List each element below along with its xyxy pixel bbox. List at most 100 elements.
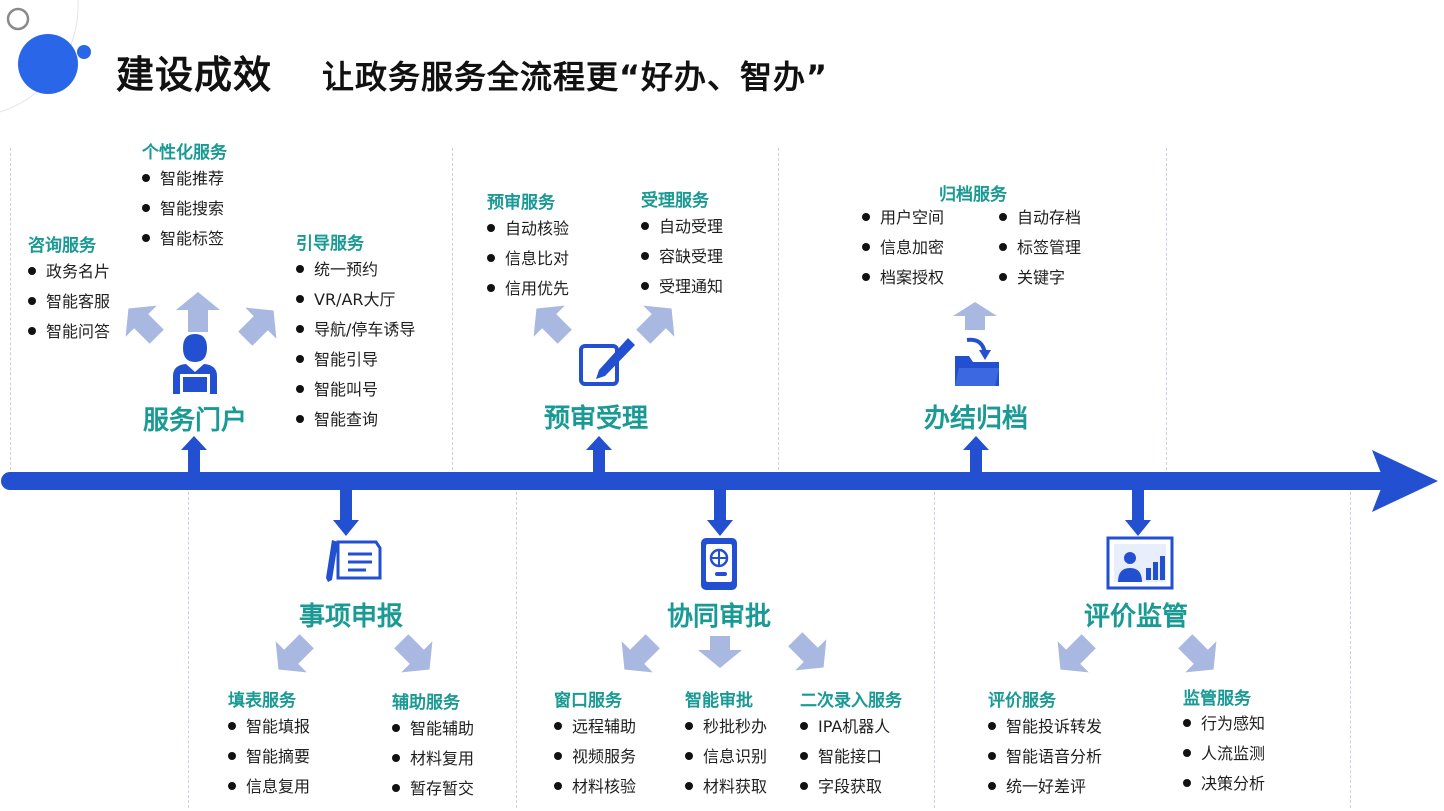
branch-arrow-upright-icon bbox=[238, 307, 277, 346]
divider bbox=[778, 148, 779, 470]
list-item: 智能查询 bbox=[296, 405, 415, 435]
list-item: 信用优先 bbox=[487, 274, 569, 304]
list-item: 秒批秒办 bbox=[685, 712, 767, 742]
list-item: 智能接口 bbox=[800, 742, 890, 772]
stage-title-portal: 服务门户 bbox=[142, 406, 248, 436]
branch-arrow-down-icon bbox=[698, 636, 742, 668]
list-prereview: 自动核验 信息比对 信用优先 bbox=[487, 214, 569, 304]
list-item: 智能引导 bbox=[296, 345, 415, 375]
list-item: 智能客服 bbox=[28, 287, 110, 317]
list-window: 远程辅助 视频服务 材料核验 bbox=[554, 712, 636, 802]
edit-pen-icon bbox=[579, 338, 635, 386]
list-item: 统一预约 bbox=[296, 255, 415, 285]
list-item: 用户空间 bbox=[862, 203, 944, 233]
list-item: 信息复用 bbox=[228, 772, 310, 802]
document-pen-icon bbox=[326, 540, 382, 582]
group-title-smart-approval: 智能审批 bbox=[685, 691, 753, 711]
list-guide: 统一预约 VR/AR大厅 导航/停车诱导 智能引导 智能叫号 智能查询 bbox=[296, 255, 415, 435]
group-title-window: 窗口服务 bbox=[554, 691, 622, 711]
list-item: 信息比对 bbox=[487, 244, 569, 274]
list-accept: 自动受理 容缺受理 受理通知 bbox=[641, 212, 723, 302]
list-item: 档案授权 bbox=[862, 263, 944, 293]
mobile-device-icon bbox=[701, 538, 737, 590]
list-item: 智能填报 bbox=[228, 712, 310, 742]
branch-arrow-downleft-icon bbox=[1057, 634, 1096, 673]
list-item: 材料核验 bbox=[554, 772, 636, 802]
list-item: 材料获取 bbox=[685, 772, 767, 802]
branch-arrow-upleft-icon bbox=[533, 305, 572, 344]
list-item: 信息加密 bbox=[862, 233, 944, 263]
branch-arrow-downright-icon bbox=[394, 634, 433, 673]
list-item: 自动核验 bbox=[487, 214, 569, 244]
branch-arrow-downleft-icon bbox=[275, 634, 314, 673]
list-item: 容缺受理 bbox=[641, 242, 723, 272]
list-supervision: 行为感知 人流监测 决策分析 bbox=[1183, 709, 1265, 799]
list-archive-left: 用户空间 信息加密 档案授权 bbox=[862, 203, 944, 293]
divider bbox=[934, 492, 935, 808]
list-item: 自动存档 bbox=[999, 203, 1081, 233]
group-title-consult: 咨询服务 bbox=[28, 236, 96, 256]
page-title: 建设成效 bbox=[116, 53, 273, 97]
list-item: 暂存暂交 bbox=[392, 774, 474, 804]
list-item: 标签管理 bbox=[999, 233, 1081, 263]
arrow-down-icon bbox=[1125, 490, 1151, 536]
list-item: 材料复用 bbox=[392, 744, 474, 774]
group-title-assist: 辅助服务 bbox=[392, 693, 460, 713]
group-title-evaluation: 评价服务 bbox=[988, 691, 1056, 711]
folder-archive-icon bbox=[955, 337, 999, 386]
arrow-up-icon bbox=[963, 436, 989, 476]
list-archive-right: 自动存档 标签管理 关键字 bbox=[999, 203, 1081, 293]
list-item: 智能语音分析 bbox=[988, 742, 1102, 772]
divider bbox=[1350, 492, 1351, 808]
list-assist: 智能辅助 材料复用 暂存暂交 bbox=[392, 714, 474, 804]
list-item: 决策分析 bbox=[1183, 769, 1265, 799]
divider bbox=[452, 148, 453, 470]
list-item: 远程辅助 bbox=[554, 712, 636, 742]
list-item: 受理通知 bbox=[641, 272, 723, 302]
list-item: VR/AR大厅 bbox=[296, 285, 415, 315]
group-title-accept: 受理服务 bbox=[641, 191, 709, 211]
divider bbox=[10, 148, 11, 470]
stage-title-declare: 事项申报 bbox=[298, 602, 404, 632]
arrow-up-icon bbox=[586, 436, 612, 476]
stage-title-archive: 办结归档 bbox=[923, 404, 1029, 434]
branch-arrow-downright-icon bbox=[788, 632, 827, 671]
list-item: 字段获取 bbox=[800, 772, 890, 802]
stage-title-evaluation: 评价监管 bbox=[1083, 602, 1189, 632]
branch-arrow-downleft-icon bbox=[621, 634, 660, 673]
list-item: 行为感知 bbox=[1183, 709, 1265, 739]
list-item: 智能推荐 bbox=[142, 164, 224, 194]
presentation-board-icon bbox=[1106, 536, 1174, 590]
list-item: 智能标签 bbox=[142, 224, 224, 254]
group-title-prereview: 预审服务 bbox=[487, 193, 555, 213]
group-title-fill: 填表服务 bbox=[228, 691, 296, 711]
list-item: 智能搜索 bbox=[142, 194, 224, 224]
page-subtitle: 让政务服务全流程更“好办、智办” bbox=[322, 58, 829, 96]
list-fill: 智能填报 智能摘要 信息复用 bbox=[228, 712, 310, 802]
stage-title-approval: 协同审批 bbox=[666, 602, 772, 632]
branch-arrow-upleft-icon bbox=[125, 305, 164, 344]
decor-circles bbox=[0, 0, 91, 113]
list-item: 统一好差评 bbox=[988, 772, 1102, 802]
list-item: 智能投诉转发 bbox=[988, 712, 1102, 742]
list-smart-approval: 秒批秒办 信息识别 材料获取 bbox=[685, 712, 767, 802]
group-title-archive: 归档服务 bbox=[939, 185, 1007, 205]
group-title-second-entry: 二次录入服务 bbox=[800, 691, 902, 711]
list-consult: 政务名片 智能客服 智能问答 bbox=[28, 257, 110, 347]
list-item: 政务名片 bbox=[28, 257, 110, 287]
list-item: 智能叫号 bbox=[296, 375, 415, 405]
group-title-guide: 引导服务 bbox=[296, 234, 364, 254]
divider bbox=[188, 492, 189, 808]
branch-arrow-downright-icon bbox=[1178, 634, 1217, 673]
arrow-down-icon bbox=[707, 490, 733, 536]
user-laptop-icon bbox=[173, 334, 217, 394]
branch-arrow-up-icon bbox=[176, 292, 220, 332]
branch-arrow-upright-icon bbox=[636, 305, 675, 344]
arrow-down-icon bbox=[333, 490, 359, 536]
list-item: 信息识别 bbox=[685, 742, 767, 772]
list-item: 智能摘要 bbox=[228, 742, 310, 772]
list-item: 导航/停车诱导 bbox=[296, 315, 415, 345]
stage-title-prereview: 预审受理 bbox=[543, 404, 649, 434]
list-item: 自动受理 bbox=[641, 212, 723, 242]
list-second-entry: IPA机器人 智能接口 字段获取 bbox=[800, 712, 890, 802]
